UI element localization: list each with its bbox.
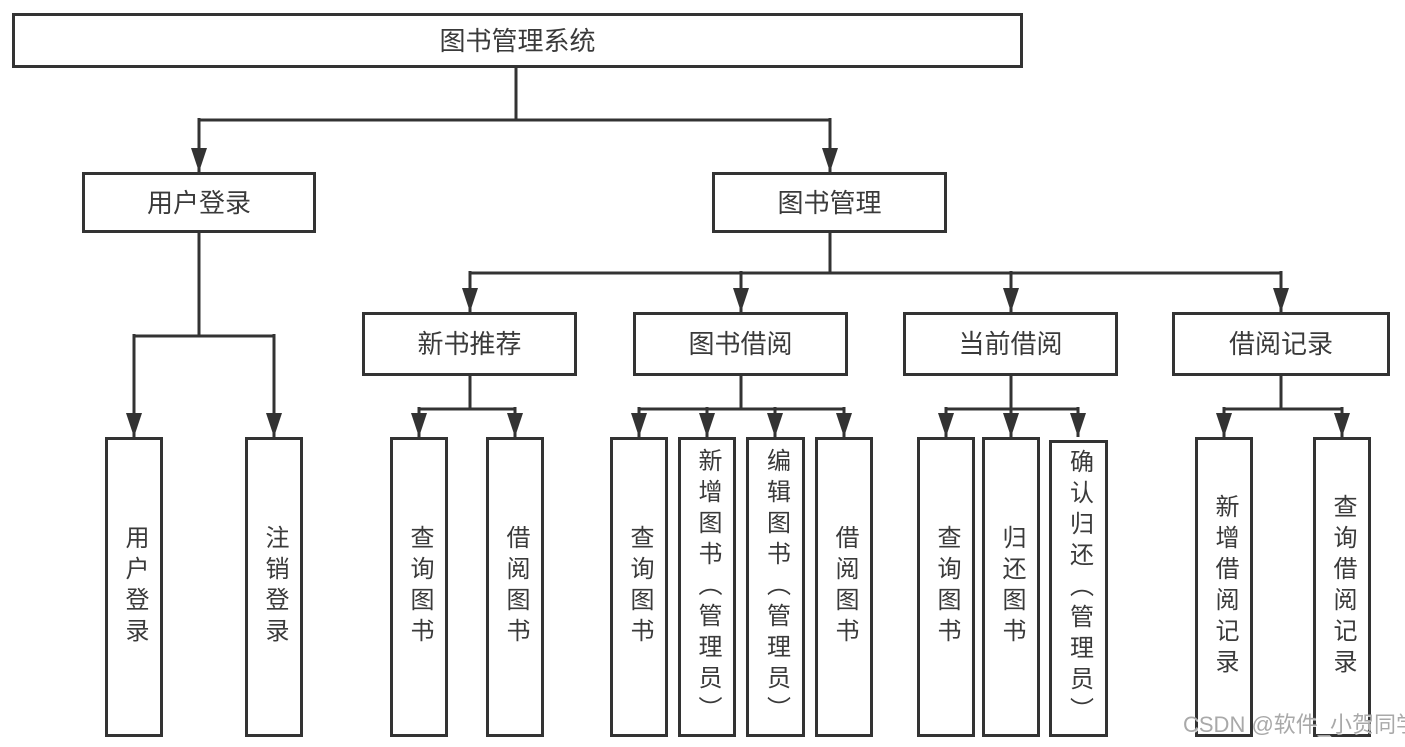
node-root: 图书管理系统 [12,13,1023,68]
node-leaf-nbr-query-books: 查询图书 [390,437,448,737]
node-leaf-cb-confirm-return-admin: 确认归还（管理员） [1049,440,1108,737]
node-current-borrowing: 当前借阅 [903,312,1118,376]
node-borrowing-records: 借阅记录 [1172,312,1390,376]
node-leaf-bb-edit-books-admin: 编辑图书（管理员） [746,437,805,737]
node-leaf-bb-add-books-admin: 新增图书（管理员） [678,437,736,737]
node-leaf-cb-return-books: 归还图书 [982,437,1040,737]
node-book-management: 图书管理 [712,172,947,233]
node-leaf-nbr-borrow-books: 借阅图书 [486,437,544,737]
node-leaf-cb-query-books: 查询图书 [917,437,975,737]
csdn-watermark: CSDN @软件_小贺同学 [1183,712,1405,737]
node-leaf-br-add-record: 新增借阅记录 [1195,437,1253,737]
node-leaf-bb-borrow-books: 借阅图书 [815,437,873,737]
node-leaf-user-login: 用户登录 [105,437,163,737]
node-leaf-logout: 注销登录 [245,437,303,737]
node-leaf-bb-query-books: 查询图书 [610,437,668,737]
node-user-login: 用户登录 [82,172,316,233]
node-leaf-br-query-record: 查询借阅记录 [1313,437,1371,737]
node-new-book-recommendation: 新书推荐 [362,312,577,376]
node-book-borrowing: 图书借阅 [633,312,848,376]
